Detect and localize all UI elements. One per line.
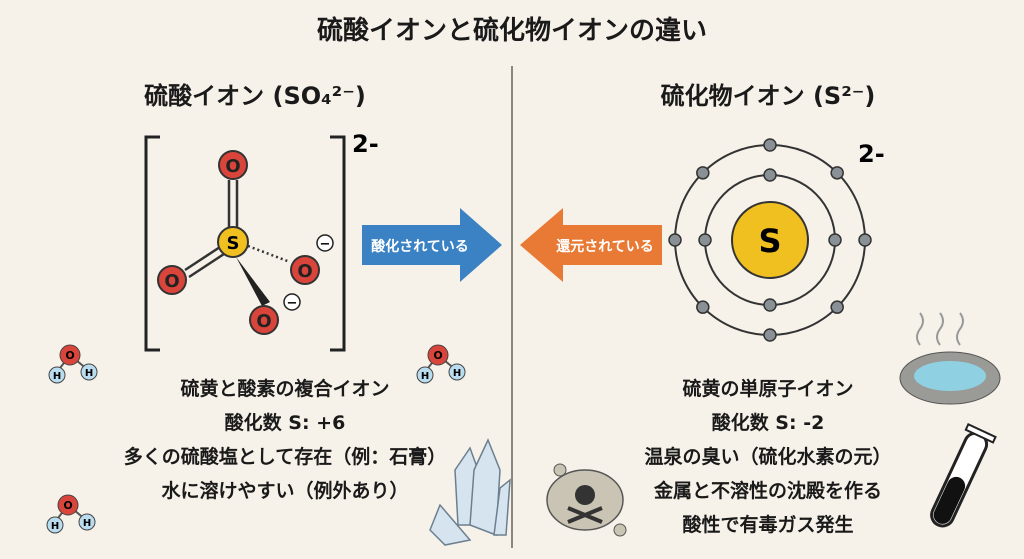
crystal-icon bbox=[429, 438, 511, 546]
sulfate-fact-4: 水に溶けやすい（例外あり） bbox=[161, 480, 409, 502]
sulfide-fact-4: 金属と不溶性の沈殿を作る bbox=[653, 480, 882, 502]
sulfate-fact-2: 酸化数 S: +6 bbox=[224, 412, 346, 434]
svg-text:H: H bbox=[83, 518, 91, 529]
hot-spring-icon bbox=[899, 312, 1001, 405]
sulfate-fact-1: 硫黄と酸素の複合イオン bbox=[180, 378, 390, 400]
water-molecule-icon: O H H bbox=[46, 494, 96, 534]
page-title: 硫酸イオンと硫化物イオンの違い bbox=[316, 16, 707, 46]
sulfide-fact-2: 酸化数 S: -2 bbox=[711, 412, 825, 434]
svg-text:H: H bbox=[53, 371, 61, 382]
water-molecule-icon: O H H bbox=[48, 344, 98, 384]
electron bbox=[763, 168, 777, 182]
svg-text:O: O bbox=[65, 349, 74, 362]
test-tube-icon bbox=[930, 422, 997, 528]
svg-text:−: − bbox=[287, 296, 298, 311]
electron bbox=[763, 138, 777, 152]
oxygen-atom-top: O bbox=[218, 150, 248, 180]
sulfate-heading: 硫酸イオン (SO₄²⁻) bbox=[144, 82, 366, 110]
svg-text:−: − bbox=[320, 237, 331, 252]
electron bbox=[696, 166, 710, 180]
oxygen-atom-bottom: O bbox=[249, 305, 279, 335]
sulfate-fact-3: 多くの硫酸塩として存在（例：石膏） bbox=[123, 446, 447, 468]
negative-charge-icon: − bbox=[283, 293, 301, 311]
electron bbox=[830, 166, 844, 180]
electron bbox=[668, 233, 682, 247]
center-divider bbox=[511, 66, 513, 548]
svg-text:酸化されている: 酸化されている bbox=[371, 238, 469, 255]
svg-text:H: H bbox=[51, 521, 59, 532]
sulfide-atom-model: S bbox=[668, 138, 872, 342]
svg-text:還元されている: 還元されている bbox=[556, 238, 654, 255]
svg-text:H: H bbox=[453, 368, 461, 379]
svg-text:O: O bbox=[63, 499, 72, 512]
electron bbox=[828, 233, 842, 247]
oxygen-atom-right: O bbox=[290, 255, 320, 285]
electron bbox=[763, 328, 777, 342]
electron bbox=[696, 300, 710, 314]
sulfur-atom: S bbox=[217, 226, 249, 258]
oxidation-arrow: 酸化されている bbox=[362, 208, 502, 282]
sulfide-fact-1: 硫黄の単原子イオン bbox=[682, 378, 854, 400]
svg-text:O: O bbox=[256, 311, 271, 332]
svg-text:O: O bbox=[433, 349, 442, 362]
electron bbox=[763, 298, 777, 312]
toxic-gas-skull-icon bbox=[546, 463, 627, 537]
svg-text:O: O bbox=[164, 271, 179, 292]
oxygen-atom-left: O bbox=[157, 265, 187, 295]
reduction-arrow: 還元されている bbox=[520, 208, 662, 282]
sulfide-fact-3: 温泉の臭い（硫化水素の元） bbox=[644, 446, 892, 468]
electron bbox=[830, 300, 844, 314]
svg-text:S: S bbox=[227, 233, 240, 254]
svg-text:O: O bbox=[225, 156, 240, 177]
sulfate-brackets bbox=[144, 135, 346, 352]
svg-text:O: O bbox=[297, 261, 312, 282]
water-molecule-icon: O H H bbox=[416, 344, 466, 384]
sulfide-fact-5: 酸性で有毒ガス発生 bbox=[682, 514, 854, 536]
electron bbox=[698, 233, 712, 247]
electron bbox=[858, 233, 872, 247]
sulfide-charge: 2- bbox=[858, 140, 885, 168]
svg-text:H: H bbox=[421, 371, 429, 382]
sulfate-charge: 2- bbox=[352, 130, 379, 158]
svg-text:H: H bbox=[85, 368, 93, 379]
negative-charge-icon: − bbox=[316, 234, 334, 252]
svg-text:S: S bbox=[758, 222, 781, 260]
sulfide-heading: 硫化物イオン (S²⁻) bbox=[660, 82, 876, 110]
